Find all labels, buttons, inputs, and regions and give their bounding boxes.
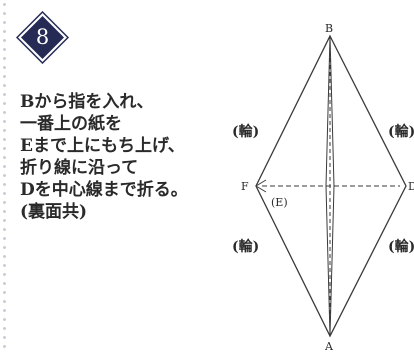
instruction-line: Dを中心線まで折る。 <box>20 180 188 200</box>
point-label-d: D <box>408 180 414 193</box>
point-label-a: A <box>324 340 334 353</box>
crease-mark <box>255 179 267 187</box>
instruction-line: Eまで上にもち上げ、 <box>20 136 185 156</box>
loop-label-upper-right: (輪) <box>388 123 414 140</box>
instruction-line: (裏面共) <box>20 202 88 222</box>
instruction-line: 折り線に沿って <box>20 158 139 178</box>
instruction-line: 一番上の紙を <box>20 114 122 134</box>
step-number: 8 <box>35 25 50 49</box>
instruction-text: Bから指を入れ、 一番上の紙を Eまで上にもち上げ、 折り線に沿って Dを中心線… <box>20 91 188 223</box>
dotted-border <box>0 0 9 353</box>
loop-label-lower-left: (輪) <box>232 238 259 255</box>
point-label-e: (E) <box>271 196 288 209</box>
point-label-b: B <box>325 22 333 35</box>
step-badge: 8 <box>16 11 69 64</box>
loop-label-lower-right: (輪) <box>388 238 414 255</box>
instruction-line: Bから指を入れ、 <box>20 92 154 112</box>
badge-diamond-icon <box>16 11 69 64</box>
loop-label-upper-left: (輪) <box>232 123 259 140</box>
crease-mark <box>255 185 267 193</box>
center-strip <box>325 35 335 337</box>
point-label-f: F <box>241 180 249 193</box>
